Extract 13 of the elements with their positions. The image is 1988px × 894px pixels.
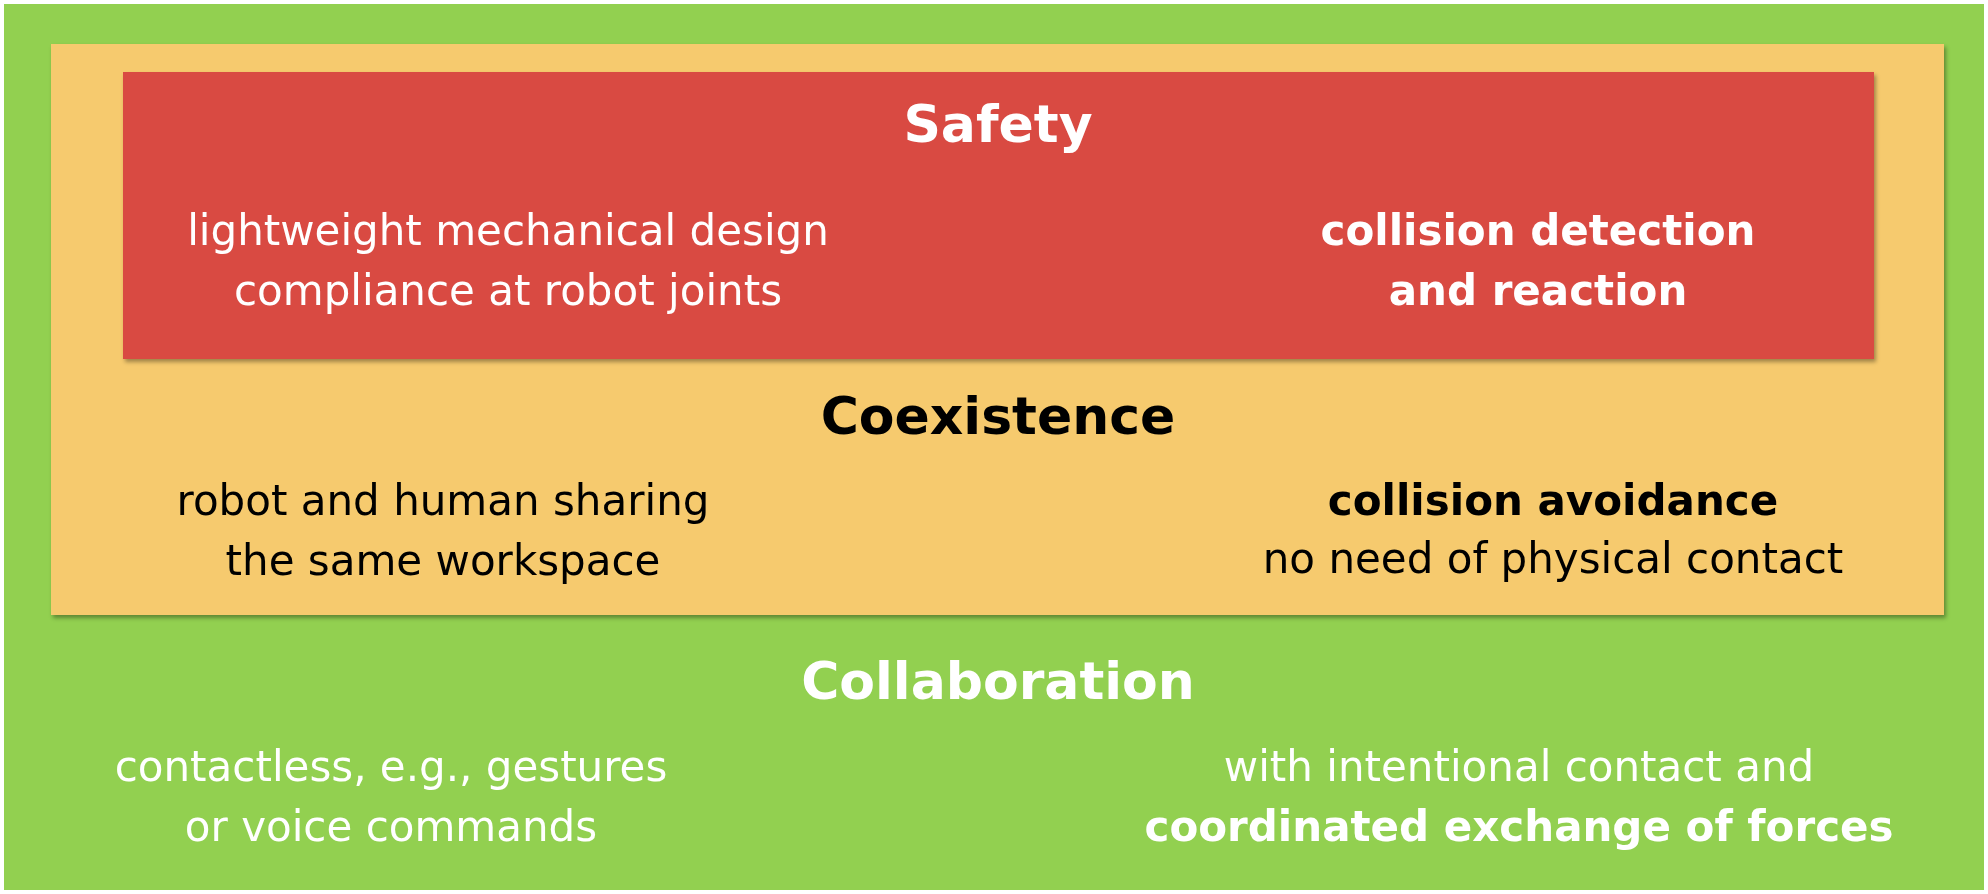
heading: Collaboration bbox=[800, 650, 1196, 713]
description-text: no need of physical contact bbox=[1261, 533, 1845, 585]
middle-panel bbox=[51, 44, 1944, 615]
description-text: robot and human sharing the same workspace bbox=[175, 475, 711, 587]
heading: Safety bbox=[902, 93, 1094, 156]
description-text: contactless, e.g., gestures or voice commands bbox=[113, 741, 669, 853]
description-text: lightweight mechanical design compliance at robot joints bbox=[186, 205, 830, 317]
description-text: with intentional contact and coordinated exchange of forces bbox=[1143, 741, 1895, 853]
description-text: collision avoidance bbox=[1326, 475, 1780, 527]
description-text: collision detection and reaction bbox=[1319, 205, 1757, 317]
inner-panel bbox=[123, 72, 1874, 359]
heading: Coexistence bbox=[819, 385, 1177, 448]
outer-panel bbox=[4, 4, 1984, 890]
